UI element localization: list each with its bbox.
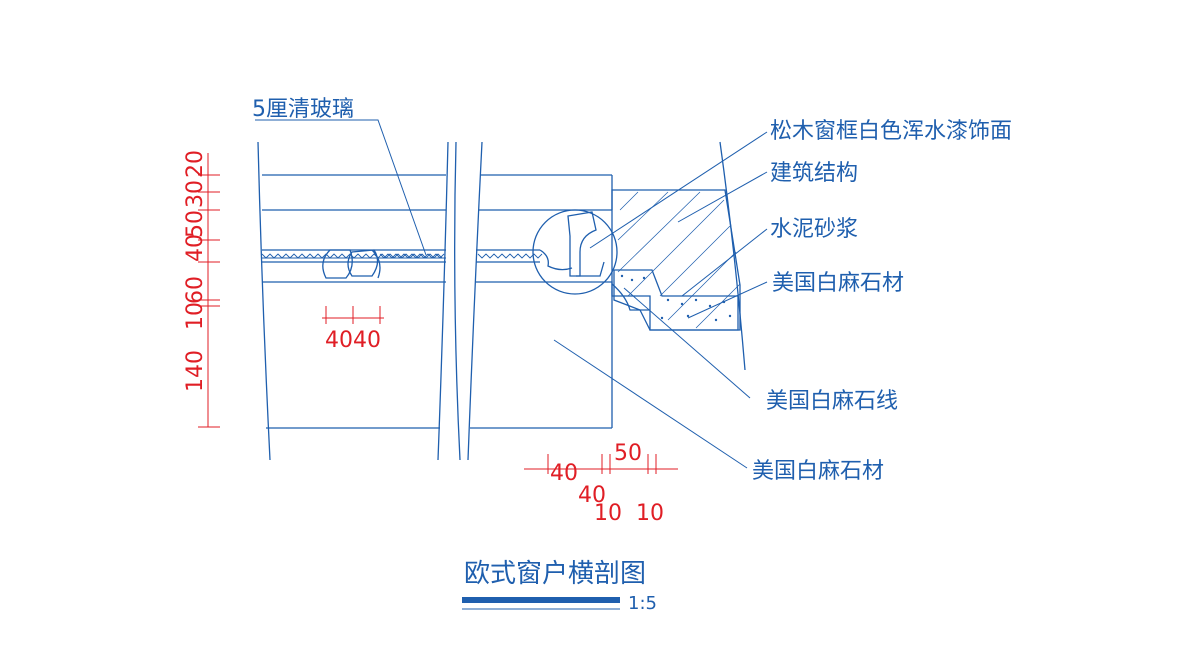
annotations: 5厘清玻璃 松木窗框白色浑水漆饰面 建筑结构 水泥砂浆 美国白麻石材 美国白麻石… [252,97,1012,484]
dim-bottom-40-b: 40 [578,483,606,508]
dim-bottom-10-a: 10 [594,501,622,526]
dim-v-50: 50 [183,210,208,238]
dim-bottom-50: 50 [614,441,642,466]
drawing-scale: 1:5 [628,593,657,614]
glazing-bead-left [322,249,381,279]
dim-v-40: 40 [183,234,208,262]
label-structure: 建筑结构 [770,161,858,186]
label-glass: 5厘清玻璃 [252,97,354,122]
bottom-dimensions: 40 50 40 10 10 [524,441,678,526]
label-mortar: 水泥砂浆 [770,217,858,242]
vertical-dimensions: 20 30 50 40 60 10 140 [183,150,220,428]
dim-v-60: 60 [183,276,208,304]
right-frame [467,141,613,461]
leader-lines [255,119,768,469]
break-lines [454,141,461,461]
detail-circle [532,209,618,295]
dim-bottom-10-b: 10 [636,501,664,526]
glass-band [261,253,543,259]
label-frame: 松木窗框白色浑水漆饰面 [770,119,1012,144]
title-block: 欧式窗户横剖图 1:5 [462,559,657,614]
mid-dimensions: 40 40 [322,306,384,353]
stone-sill [611,269,739,331]
label-stone-bottom: 美国白麻石材 [752,459,884,484]
dim-v-20: 20 [183,150,208,178]
dim-mid-40-a: 40 [325,328,353,353]
label-stone-line: 美国白麻石线 [766,389,898,414]
left-frame [257,141,449,461]
dim-v-140: 140 [183,350,208,392]
drawing-title: 欧式窗户横剖图 [464,559,646,589]
dim-v-30: 30 [183,180,208,208]
dim-bottom-40-a: 40 [550,461,578,486]
dim-v-10: 10 [183,302,208,330]
title-underline [462,597,620,603]
label-stone-top: 美国白麻石材 [772,271,904,296]
dim-mid-40-b: 40 [353,328,381,353]
